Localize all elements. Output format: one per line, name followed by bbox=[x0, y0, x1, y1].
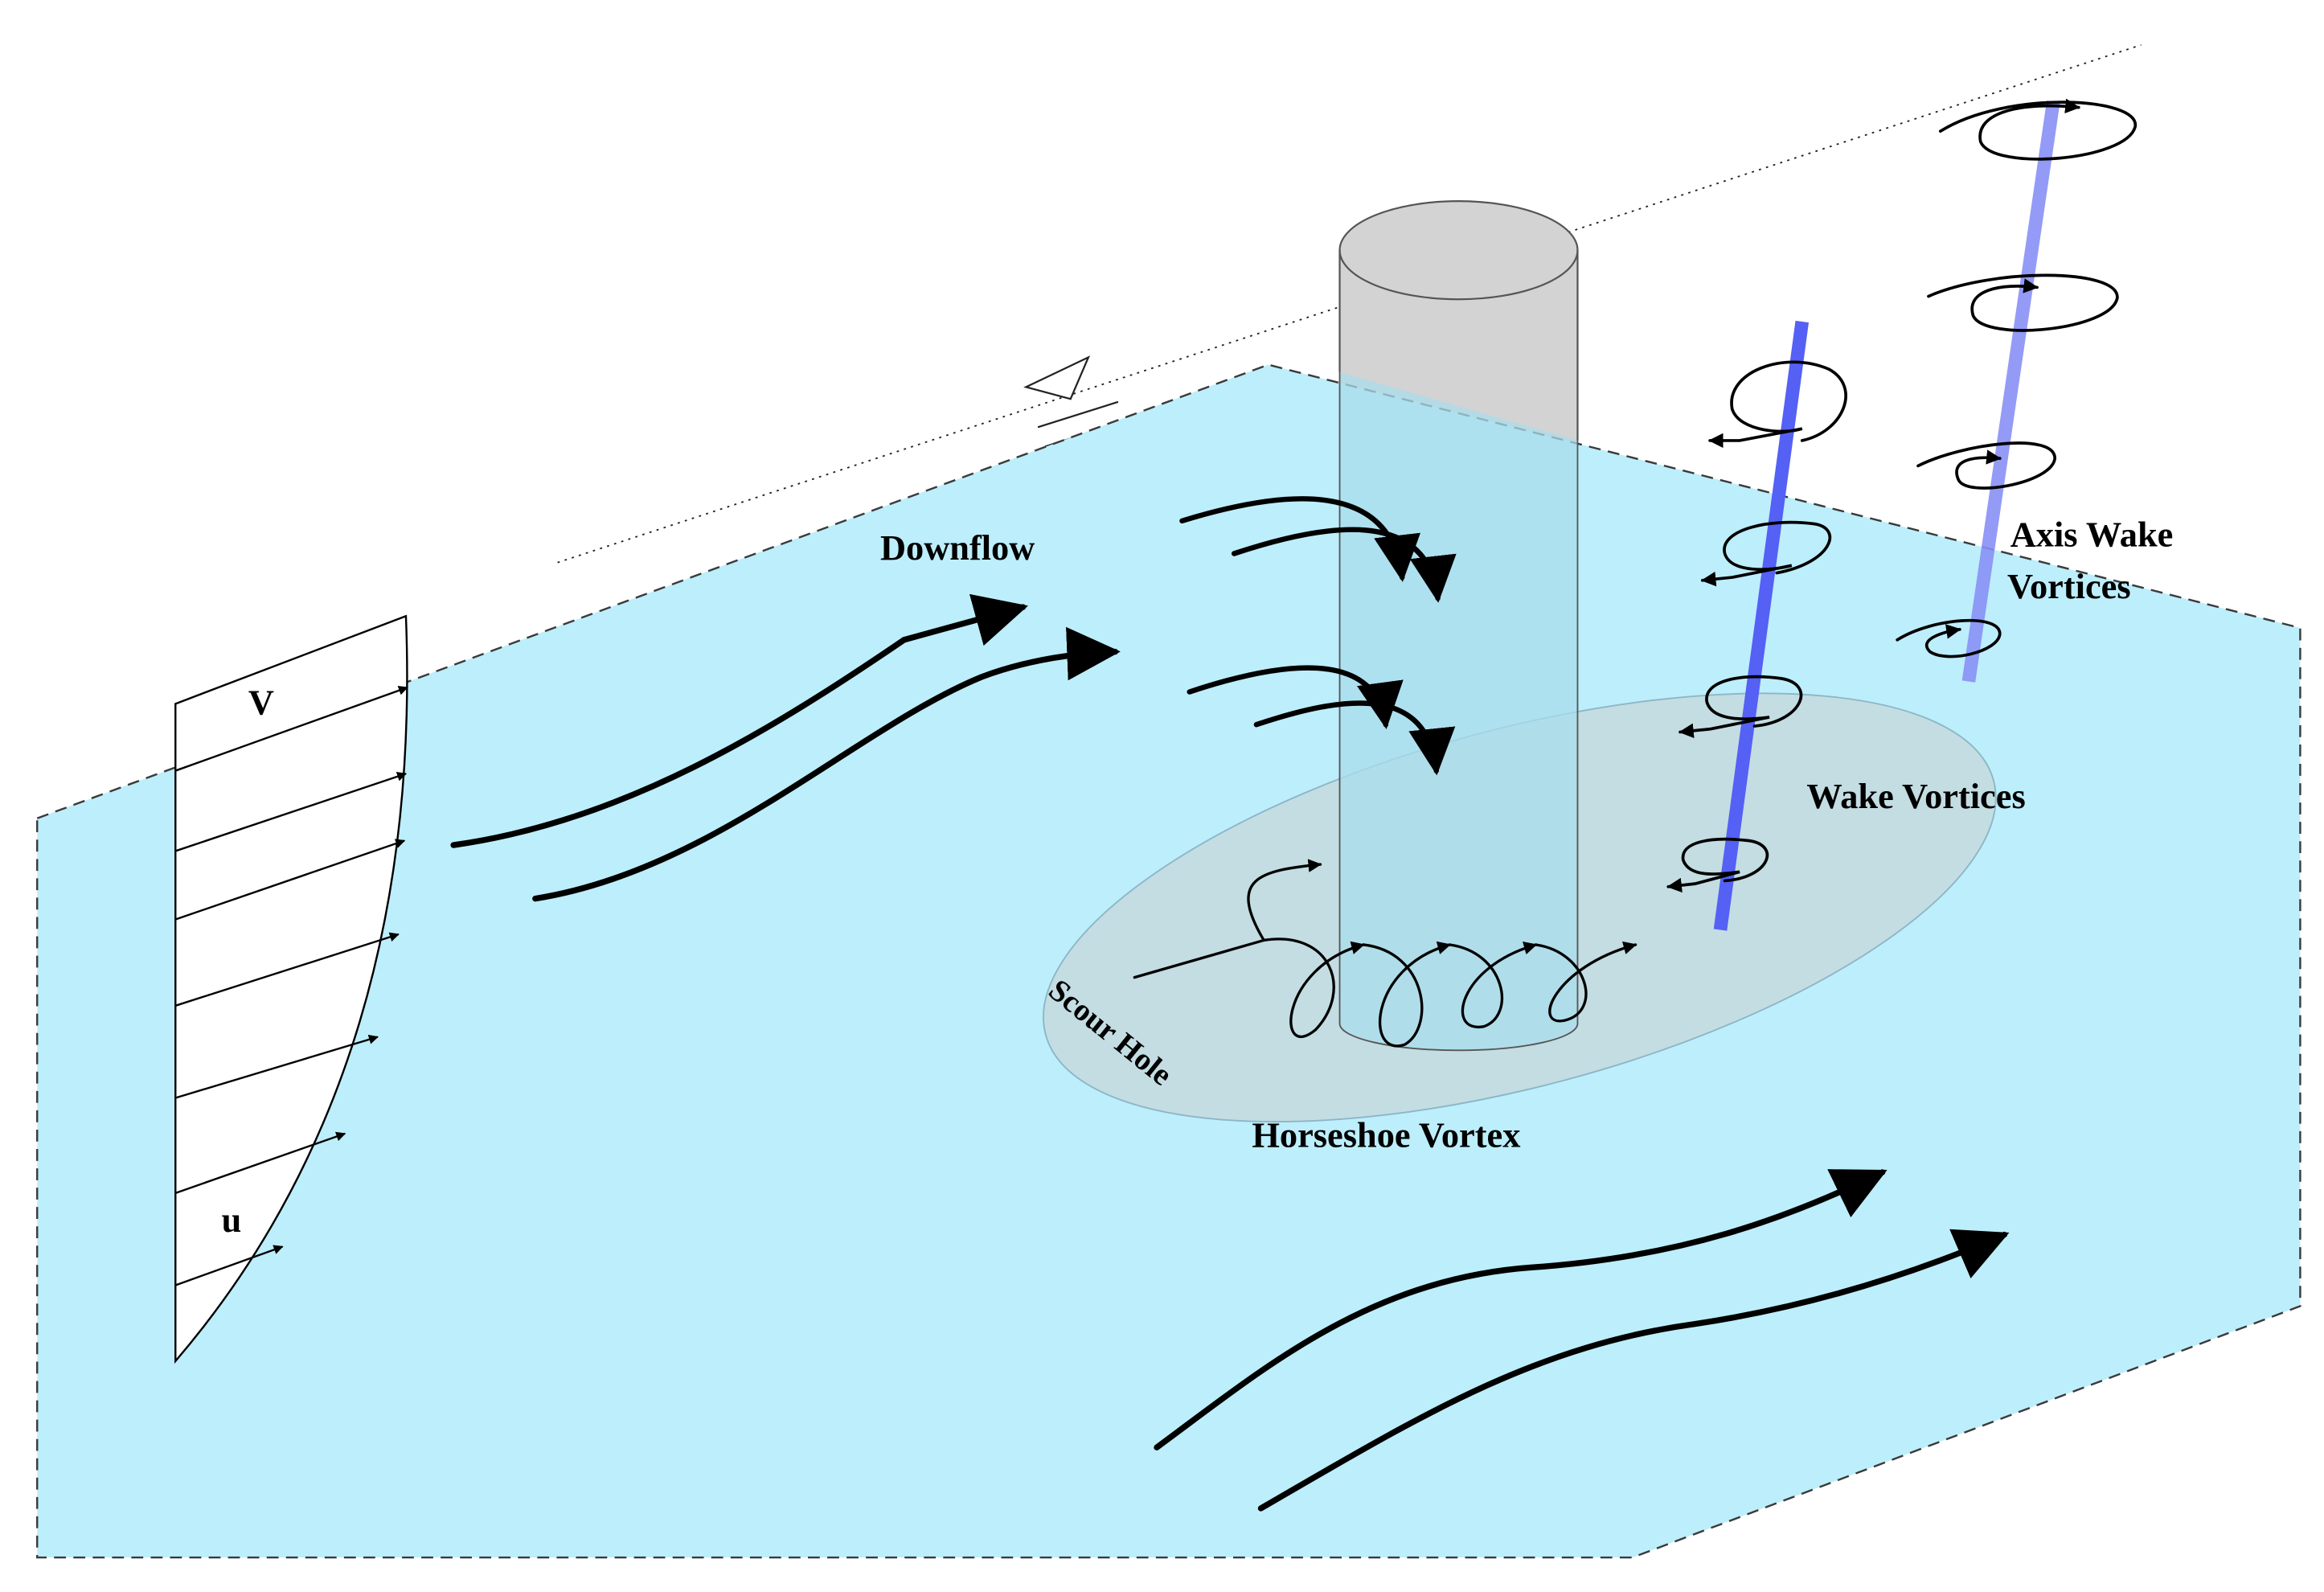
velocity-local-label: u bbox=[222, 1200, 242, 1240]
velocity-arrow bbox=[174, 685, 408, 772]
velocity-arrow bbox=[174, 771, 408, 852]
approach-flow-arrow bbox=[532, 626, 1121, 902]
pier-submerged bbox=[1338, 371, 1579, 1052]
downstream-flow-arrow bbox=[1257, 1229, 2010, 1512]
horseshoe-vortex-loop bbox=[1535, 941, 1637, 1023]
horseshoe-vortex-loop bbox=[1362, 941, 1452, 1048]
wake-vortex-swirl bbox=[1700, 520, 1832, 587]
axis-wake-vortex-swirl bbox=[1938, 98, 2137, 161]
wake-vortex-swirl bbox=[1678, 675, 1803, 739]
horseshoe-vortex-path bbox=[1133, 859, 1322, 979]
downflow-arrow bbox=[1187, 665, 1404, 729]
downflow-arrow bbox=[1253, 700, 1456, 776]
axis-wake-vortex-swirl bbox=[1927, 273, 2119, 332]
wake-vortex-axis bbox=[1713, 320, 1810, 931]
downflow-arrow bbox=[1231, 527, 1457, 603]
wake-vortex-swirl bbox=[1666, 837, 1769, 893]
velocity-arrow bbox=[174, 1131, 346, 1194]
axis-wake-vortex-swirl bbox=[1916, 441, 2057, 490]
axis-wake-vortices-label-line1: Axis Wake bbox=[2010, 514, 2174, 554]
pier-top-outline bbox=[1338, 200, 1579, 301]
axis-wake-vortex-axis bbox=[1961, 101, 2060, 683]
velocity-profile-outline bbox=[174, 614, 408, 1364]
velocity-arrow bbox=[174, 932, 400, 1007]
downstream-flow-arrow bbox=[1154, 1169, 1887, 1450]
downflow-arrow bbox=[1179, 496, 1420, 582]
velocity-arrow bbox=[174, 839, 406, 921]
horseshoe-vortex-label: Horseshoe Vortex bbox=[1252, 1115, 1520, 1155]
velocity-arrow bbox=[174, 1245, 284, 1286]
wake-vortex-swirl bbox=[1708, 360, 1847, 449]
approach-flow-arrow bbox=[450, 593, 1028, 848]
pier-top bbox=[1339, 201, 1578, 300]
velocity-surface-label: V bbox=[248, 682, 274, 722]
axis-wake-vortices-label-line2: Vortices bbox=[2007, 566, 2131, 606]
velocity-arrow bbox=[174, 1035, 379, 1099]
horseshoe-vortex-loop bbox=[1262, 938, 1365, 1038]
downflow-label: Downflow bbox=[880, 527, 1035, 568]
axis-wake-vortex-swirl bbox=[1896, 618, 2002, 659]
wake-vortices-label: Wake Vortices bbox=[1806, 776, 2025, 816]
velocity-profile bbox=[174, 614, 408, 1364]
horseshoe-vortex-loop bbox=[1448, 942, 1538, 1029]
